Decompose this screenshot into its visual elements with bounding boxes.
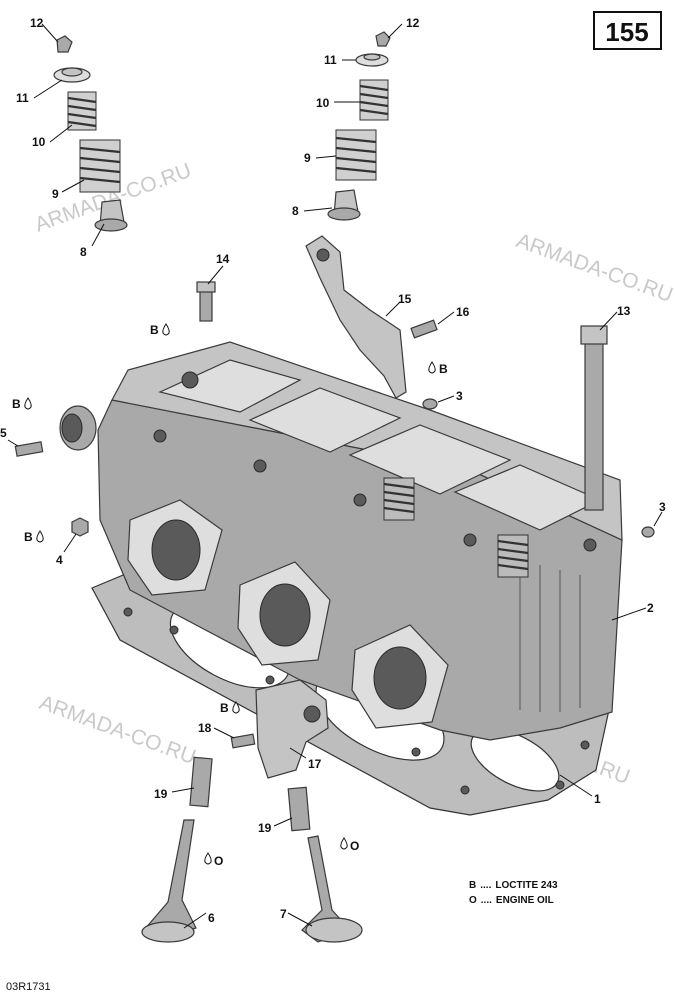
spring-retainer-11-left: [53, 67, 91, 83]
drop-icon: [24, 397, 32, 410]
marker-b-screw-16: B: [439, 362, 448, 376]
head-valve-spring-2: [497, 534, 529, 578]
leader-lines: [7, 23, 663, 929]
marker-o-valve-7: O: [350, 839, 359, 853]
valve-stack-right: [327, 31, 391, 221]
marker-b-nut-4: B: [24, 530, 33, 544]
callout-5: 5: [0, 426, 7, 440]
callout-17: 17: [308, 757, 322, 771]
plug-3-right: [641, 526, 655, 538]
exhaust-port-2: [237, 561, 331, 666]
drop-icon: [428, 361, 436, 374]
callout-10-right: 10: [316, 96, 330, 110]
exhaust-port-1: [127, 499, 223, 596]
bracket-17: [255, 679, 329, 779]
marker-b-plug-5: B: [12, 397, 21, 411]
exhaust-port-3: [351, 624, 449, 729]
marker-b-screw-18: B: [220, 701, 229, 715]
valve-stack-left: [53, 35, 128, 232]
watermark-bottom-left: ARMADA-CO.RU: [36, 691, 198, 769]
valve-guide-19-right: [287, 786, 311, 832]
application-markers: B B B B B O O: [12, 323, 448, 868]
valve-stem-seal-8-right: [327, 189, 361, 221]
intake-valve-7: [301, 835, 363, 943]
outer-spring-9-right: [335, 129, 377, 181]
retainer-half-12-right: [375, 31, 391, 47]
inner-spring-10-right: [359, 79, 389, 121]
screw-18: [230, 733, 256, 749]
screw-14: [196, 281, 216, 322]
callout-15: 15: [398, 292, 412, 306]
plug-3-top: [422, 398, 438, 410]
callout-14: 14: [216, 252, 230, 266]
callout-3-right: 3: [659, 500, 666, 514]
valve-stem-seal-8-left: [94, 199, 128, 232]
drop-icon: [232, 701, 240, 714]
drawing-code: 03R1731: [6, 981, 51, 993]
callout-1: 1: [594, 792, 601, 806]
legend-row-b: B....LOCTITE 243: [469, 880, 558, 891]
nut-4: [71, 517, 89, 537]
drop-icon: [340, 837, 348, 850]
head-valve-spring-1: [383, 477, 415, 521]
callout-13: 13: [617, 304, 631, 318]
callout-18: 18: [198, 721, 212, 735]
callout-7: 7: [280, 907, 287, 921]
callout-19-right: 19: [258, 821, 272, 835]
callout-2: 2: [647, 601, 654, 615]
drop-icon: [162, 323, 170, 336]
head-bolt-13: [580, 325, 608, 511]
callout-8-right: 8: [292, 204, 299, 218]
watermark-right: ARMADA-CO.RU: [513, 229, 675, 307]
callout-12-right: 12: [406, 16, 420, 30]
legend-row-o: O....ENGINE OIL: [469, 895, 554, 906]
inner-spring-10-left: [67, 91, 97, 131]
outer-spring-9-left: [79, 139, 121, 193]
spring-retainer-11-right: [355, 53, 389, 67]
screw-16: [410, 319, 438, 339]
plug-5: [14, 441, 44, 457]
callout-labels: 12 11 10 9 8 12 11 10 9 8 14 15 16 13 3 …: [0, 16, 666, 925]
page-number-box: 155: [593, 11, 662, 50]
retainer-half-12-left: [56, 35, 73, 53]
callout-8-left: 8: [80, 245, 87, 259]
valve-guide-19-left: [189, 756, 213, 808]
legend: B....LOCTITE 243 O....ENGINE OIL: [469, 880, 558, 906]
drop-icon: [204, 852, 212, 865]
page-number: 155: [605, 17, 648, 47]
callout-11-right: 11: [324, 53, 337, 67]
callout-4: 4: [56, 553, 63, 567]
callout-12-left: 12: [30, 16, 44, 30]
callout-9-left: 9: [52, 187, 59, 201]
callout-16: 16: [456, 305, 470, 319]
bracket-15: [305, 235, 407, 399]
exhaust-valve-6: [141, 819, 197, 943]
callout-10-left: 10: [32, 135, 46, 149]
callout-9-right: 9: [304, 151, 311, 165]
callout-11-left: 11: [16, 91, 29, 105]
callout-6: 6: [208, 911, 215, 925]
cylinder-head: [59, 341, 623, 741]
callout-19-left: 19: [154, 787, 168, 801]
marker-o-valve-6: O: [214, 854, 223, 868]
marker-b-screw-14: B: [150, 323, 159, 337]
callout-3-top: 3: [456, 389, 463, 403]
drop-icon: [36, 530, 44, 543]
